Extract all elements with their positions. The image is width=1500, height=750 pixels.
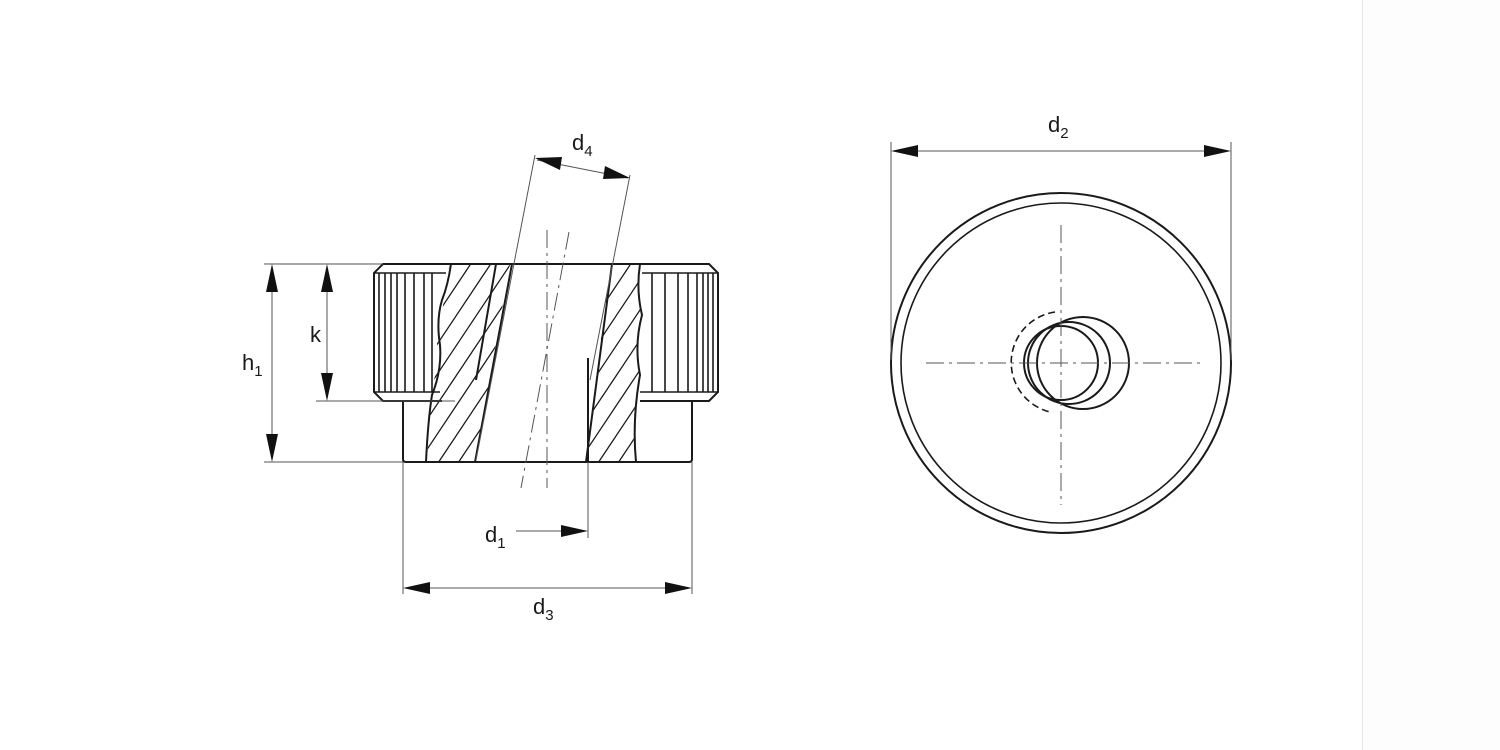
dimension-k: k bbox=[310, 264, 455, 402]
right-margin-strip bbox=[1362, 0, 1500, 750]
label-h1: h1 bbox=[242, 350, 263, 380]
label-d3: d3 bbox=[533, 594, 554, 624]
section-hatch-right bbox=[586, 263, 644, 463]
label-d1: d1 bbox=[485, 522, 506, 552]
side-view bbox=[373, 230, 719, 489]
label-d2: d2 bbox=[1048, 112, 1069, 142]
top-view bbox=[890, 192, 1232, 534]
skewed-centerline bbox=[520, 231, 570, 489]
skewed-bore bbox=[474, 263, 613, 463]
section-hatch-left bbox=[425, 263, 510, 463]
label-d4: d4 bbox=[572, 130, 593, 160]
knurled-head-left bbox=[373, 263, 451, 402]
dimension-d2: d2 bbox=[890, 112, 1232, 360]
hidden-bore-arc bbox=[1010, 311, 1056, 413]
dimension-d3: d3 bbox=[402, 462, 693, 624]
knurled-head-right bbox=[640, 263, 719, 402]
inner-rim-circle bbox=[900, 202, 1222, 524]
dimension-d1: d1 bbox=[485, 462, 589, 552]
outer-circle bbox=[890, 192, 1232, 534]
label-k: k bbox=[310, 322, 322, 347]
dimension-d4: d4 bbox=[475, 130, 631, 461]
dimension-h1: h1 bbox=[242, 263, 403, 463]
